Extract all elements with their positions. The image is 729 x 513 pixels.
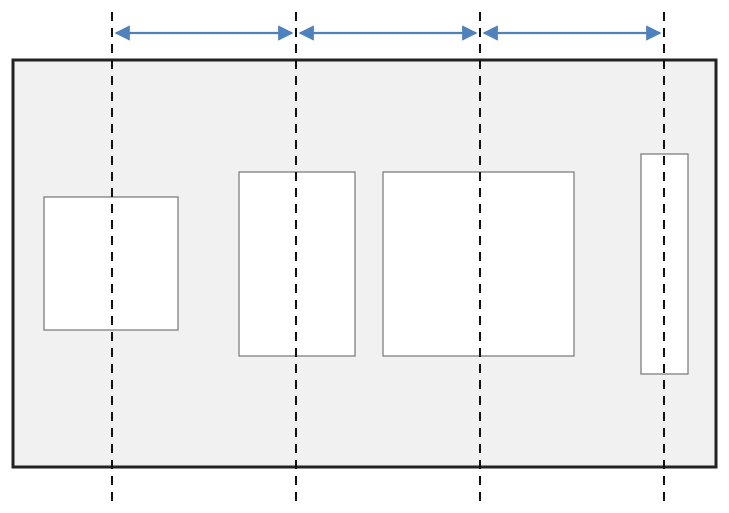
- distributed-box-4: [640, 153, 689, 375]
- distributed-box-3: [382, 171, 575, 357]
- distributed-box-1: [43, 196, 179, 331]
- distributed-box-2: [238, 171, 356, 357]
